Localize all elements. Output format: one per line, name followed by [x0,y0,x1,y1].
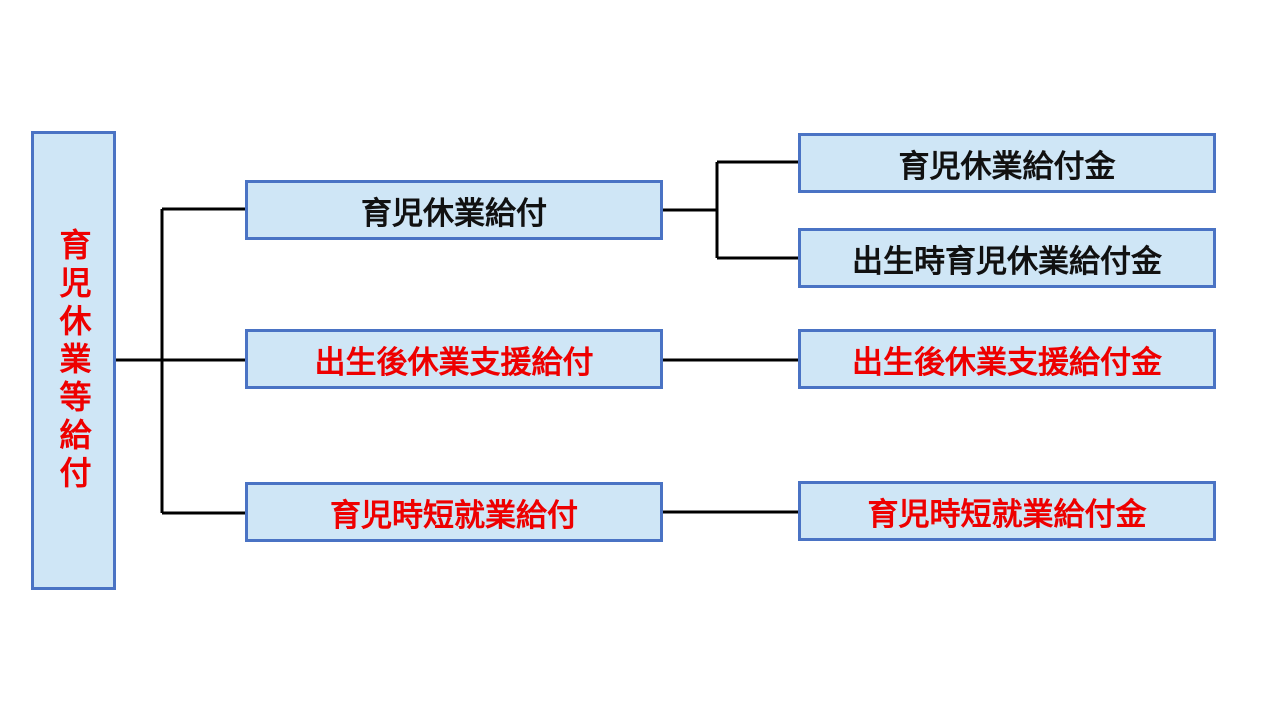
payment-label: 育児休業給付金 [898,148,1116,185]
root-label: 育児休業等給付 [54,227,93,494]
benefit-label: 出生後休業支援給付 [314,344,594,381]
payment-label: 出生時育児休業給付金 [852,243,1162,280]
root-box: 育児休業等給付 [31,131,116,590]
payment-label: 出生後休業支援給付金 [852,344,1162,381]
payment-box-postnatal-leave-support-allowance: 出生後休業支援給付金 [798,329,1216,389]
benefit-box-childcare-leave: 育児休業給付 [245,180,663,240]
benefit-box-postnatal-leave-support: 出生後休業支援給付 [245,329,663,389]
payment-box-short-time-work-allowance: 育児時短就業給付金 [798,481,1216,541]
benefit-label: 育児休業給付 [361,195,547,232]
benefit-box-short-time-work: 育児時短就業給付 [245,482,663,542]
payment-box-childcare-leave-allowance: 育児休業給付金 [798,133,1216,193]
benefit-label: 育児時短就業給付 [330,497,578,534]
payment-label: 育児時短就業給付金 [867,496,1147,533]
payment-box-birth-time-childcare-leave-allowance: 出生時育児休業給付金 [798,228,1216,288]
